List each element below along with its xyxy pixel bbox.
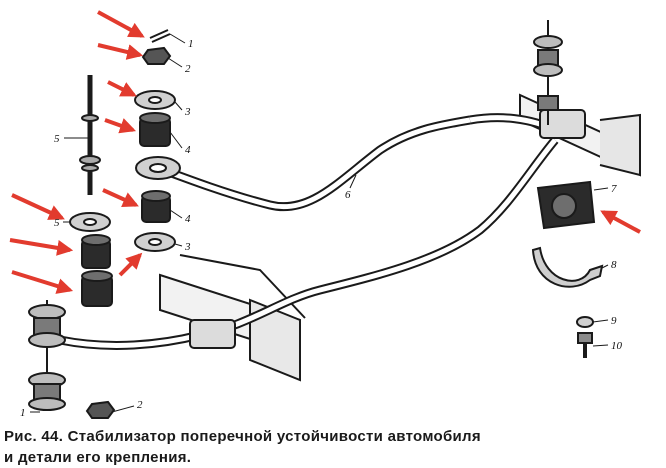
label-5-bolt: 5 [54,133,60,145]
label-3-bottom: 3 [184,241,191,253]
part-3-washer-bottom [134,232,176,252]
part-8-clamp [531,246,604,288]
red-arrows [9,10,641,294]
stabilizer-diagram: 1 2 3 4 5 4 3 5 6 7 8 9 10 1 2 [9,10,641,419]
label-9-washer: 9 [611,315,617,327]
part-4-cushion-bottom [141,190,171,223]
part-10-bolt [577,332,593,358]
part-1-cotter-pin [149,29,171,43]
label-3-top: 3 [184,106,191,118]
label-2-bottom: 2 [137,399,143,411]
label-8-clamp: 8 [611,259,617,271]
label-10-bolt: 10 [611,340,623,352]
figure-caption-line-1: Рис. 44. Стабилизатор поперечной устойчи… [4,428,481,445]
part-7-rubber-cushion [536,180,596,230]
cushions-left-stack [81,234,113,307]
link-assembly-lower-left [28,300,66,411]
label-4-bottom: 4 [185,213,191,225]
leader-lines [30,33,609,413]
part-labels: 1 2 3 4 5 4 3 5 6 7 8 9 10 1 2 [20,38,623,419]
part-2-nut-bottom [85,400,116,419]
stabilizer-bar-eye [135,156,181,180]
stabilizer-bar [59,113,559,350]
label-1-bottom: 1 [20,407,26,419]
part-2-nut [141,46,172,65]
frame-bracket-rear [189,109,586,349]
label-4-top: 4 [185,144,191,156]
label-6-bar: 6 [345,189,351,201]
part-5-washer-left [69,212,111,232]
part-3-washer-top [134,90,176,110]
link-assembly-upper-right [533,20,563,125]
part-9-washer [576,316,594,328]
label-2-top: 2 [185,63,191,75]
label-7-cushion: 7 [611,183,617,195]
label-1-top: 1 [188,38,194,50]
part-5-bolt [79,75,101,195]
figure-caption-line-2: и детали его крепления. [4,449,192,466]
part-4-cushion-top [139,112,171,147]
label-5-washer: 5 [54,217,60,229]
